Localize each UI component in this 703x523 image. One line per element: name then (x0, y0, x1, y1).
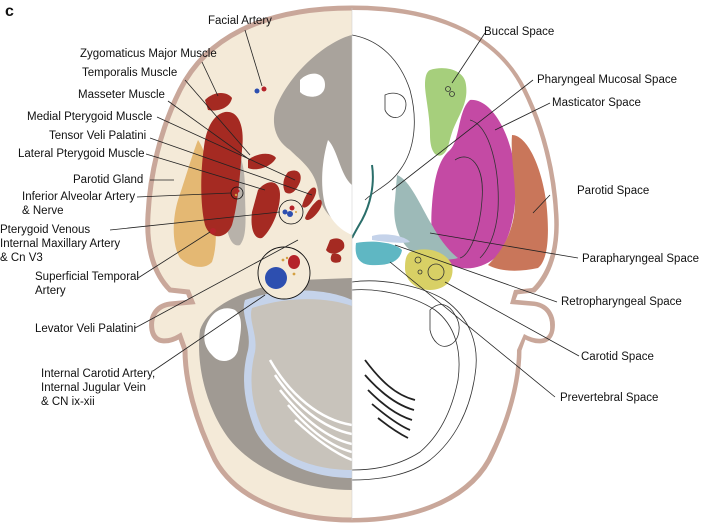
label-temporalis-muscle: Temporalis Muscle (82, 67, 178, 79)
label-inferior-alveolar: Inferior Alveolar Artery & Nerve (22, 190, 135, 218)
label-internal-carotid-line1: Internal Carotid Artery, (41, 368, 156, 380)
label-inferior-alveolar-line2: & Nerve (22, 205, 64, 217)
label-medial-pterygoid-muscle: Medial Pterygoid Muscle (27, 111, 153, 123)
leader-lines (109, 29, 580, 398)
parotid-space-shape (488, 135, 548, 271)
label-carotid-space: Carotid Space (581, 351, 654, 363)
label-pterygoid-venous-line2: Internal Maxillary Artery (0, 238, 121, 250)
label-pterygoid-venous-line1: Pterygoid Venous (0, 224, 91, 236)
label-inferior-alveolar-line1: Inferior Alveolar Artery (22, 191, 136, 203)
label-internal-carotid-line3: & CN ix-xii (41, 396, 95, 408)
buccal-space-shape (425, 68, 467, 156)
retropharyngeal-space-shape (355, 241, 402, 266)
masseter-muscle-shape (201, 111, 243, 237)
label-superficial-temporal-line1: Superficial Temporal (35, 271, 139, 283)
carotid-space-shape (405, 249, 453, 290)
masticator-space-shape (431, 99, 516, 269)
panel-letter: c (5, 3, 14, 20)
label-tensor-veli-palatini: Tensor Veli Palatini (49, 130, 147, 142)
label-masticator-space: Masticator Space (552, 97, 641, 109)
label-retropharyngeal-space: Retropharyngeal Space (561, 296, 682, 308)
label-superficial-temporal-line2: Artery (35, 285, 66, 297)
label-prevertebral-space: Prevertebral Space (560, 392, 659, 404)
label-masseter-muscle: Masseter Muscle (78, 89, 165, 101)
label-buccal-space: Buccal Space (484, 26, 555, 38)
label-parotid-space: Parotid Space (577, 185, 650, 197)
label-pterygoid-venous-line3: & Cn V3 (0, 252, 43, 264)
label-parapharyngeal-space: Parapharyngeal Space (582, 253, 699, 265)
label-pterygoid-venous: Pterygoid Venous Internal Maxillary Arte… (0, 223, 120, 265)
label-internal-carotid-line2: Internal Jugular Vein (41, 382, 146, 394)
superficial-temporal-artery-dot (210, 228, 216, 234)
label-internal-carotid: Internal Carotid Artery, Internal Jugula… (41, 367, 155, 409)
facial-vein-dot (254, 88, 260, 94)
label-levator-veli-palatini: Levator Veli Palatini (35, 323, 137, 335)
label-zygomaticus-major-muscle: Zygomaticus Major Muscle (80, 48, 217, 60)
parapharyngeal-space-shape (394, 175, 458, 260)
facial-artery-dot (261, 86, 267, 92)
label-lateral-pterygoid-muscle: Lateral Pterygoid Muscle (18, 148, 145, 160)
label-parotid-gland: Parotid Gland (73, 174, 144, 186)
label-superficial-temporal-artery: Superficial Temporal Artery (35, 270, 139, 298)
label-pharyngeal-mucosal-space: Pharyngeal Mucosal Space (537, 74, 677, 86)
label-facial-artery: Facial Artery (208, 15, 272, 27)
